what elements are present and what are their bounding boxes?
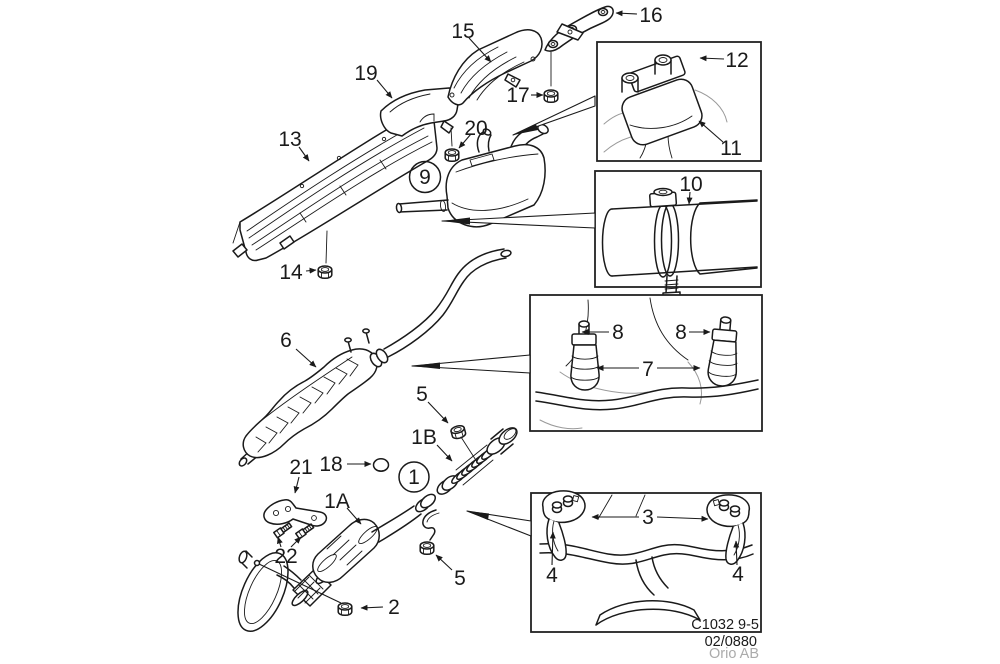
- drawing-code: C1032 9-5: [691, 617, 759, 633]
- callout-3: 3: [642, 506, 654, 529]
- middle-muffler: [238, 328, 389, 467]
- nut5-stud-line: [460, 436, 480, 466]
- callout-19: 19: [354, 62, 377, 85]
- bracket-21: [263, 499, 328, 527]
- callout-5-lower: 5: [454, 567, 466, 590]
- doc-number: 02/0880: [705, 634, 757, 650]
- mounting-strap: [544, 5, 614, 52]
- brand-text: Orio AB: [709, 646, 759, 662]
- inset-box-rear-hangers: [530, 490, 762, 633]
- heat-shield-center: [447, 29, 543, 106]
- callout-1b: 1B: [411, 426, 437, 449]
- callout-10: 10: [679, 173, 702, 196]
- rear-muffler: [395, 123, 549, 228]
- hanger-hook: [422, 509, 437, 541]
- gasket-18: [372, 458, 390, 472]
- callout-5-upper: 5: [416, 383, 428, 406]
- nut-17: [543, 89, 559, 104]
- callout-14: 14: [279, 261, 303, 284]
- nut-20: [444, 148, 460, 163]
- callout-22: 22: [274, 545, 297, 568]
- bolt-22b: [295, 522, 315, 540]
- nut-5-lower: [419, 541, 435, 556]
- leader-lines: [276, 10, 740, 611]
- callout-21: 21: [289, 456, 312, 479]
- nut-14: [317, 265, 333, 280]
- callout-1: 1: [408, 466, 420, 489]
- callout-18: 18: [319, 453, 342, 476]
- callout-17: 17: [506, 84, 529, 107]
- reference-arrows: [411, 95, 596, 537]
- callout-16: 16: [639, 4, 662, 27]
- front-pipe-assembly: [237, 427, 518, 632]
- callout-11: 11: [720, 137, 742, 160]
- nut-2: [337, 602, 353, 617]
- callout-13: 13: [278, 128, 301, 151]
- callout-4-right: 4: [732, 563, 744, 586]
- callout-8-left: 8: [612, 321, 624, 344]
- intermediate-pipe: [383, 248, 512, 358]
- inset-box-hangers: [529, 294, 763, 432]
- nut2-stud-line: [258, 563, 342, 604]
- callout-7: 7: [642, 358, 654, 381]
- callout-6: 6: [280, 329, 292, 352]
- assembly-circle-1: [398, 461, 430, 493]
- shield13-to-nut-line: [325, 230, 328, 264]
- inset-box-mount: [596, 41, 762, 162]
- callout-8-right: 8: [675, 321, 687, 344]
- assembly-circle-9: [408, 160, 442, 194]
- callout-9: 9: [419, 166, 431, 189]
- inset-box-clamp: [594, 170, 762, 299]
- heat-shield-rear: [232, 110, 438, 262]
- flex-bellows: [451, 444, 497, 486]
- callout-12: 12: [725, 49, 748, 72]
- callout-15: 15: [451, 20, 474, 43]
- heat-shield-small: [379, 87, 460, 137]
- shield-to-nut-line: [450, 127, 453, 147]
- callout-2: 2: [388, 596, 400, 619]
- nut-5-upper: [449, 423, 468, 441]
- callout-20: 20: [464, 117, 487, 140]
- callout-1a: 1A: [324, 490, 350, 513]
- callout-4-left: 4: [546, 564, 558, 587]
